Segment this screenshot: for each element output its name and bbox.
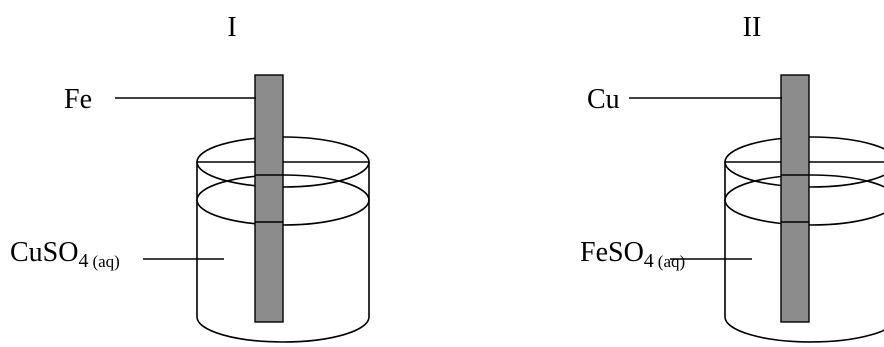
solution-state-ii: (aq) [658, 252, 685, 271]
solution-label-i: CuSO4(aq) [10, 237, 120, 272]
solution-state-i: (aq) [92, 252, 119, 271]
electrode-rod-ii [780, 74, 810, 323]
beaker-ii-liquid-surface [724, 174, 884, 226]
electrode-label-ii: Cu [587, 84, 620, 115]
solution-formula-i: CuSO [10, 237, 78, 268]
solution-label-ii: FeSO4(aq) [580, 237, 685, 272]
solution-subscript-ii: 4 [644, 250, 654, 272]
electrode-rod-i [254, 74, 284, 323]
solution-formula-ii: FeSO [580, 237, 644, 268]
setup-i-title: I [227, 12, 236, 43]
electrode-label-i: Fe [64, 84, 92, 115]
beaker-ii-rim [724, 136, 884, 188]
setup-ii-title: II [743, 12, 762, 43]
setup-ii: II Cu FeSO4(aq) [580, 12, 884, 343]
setup-i: I Fe CuSO4(aq) [10, 12, 370, 343]
solution-subscript-i: 4 [78, 250, 88, 272]
